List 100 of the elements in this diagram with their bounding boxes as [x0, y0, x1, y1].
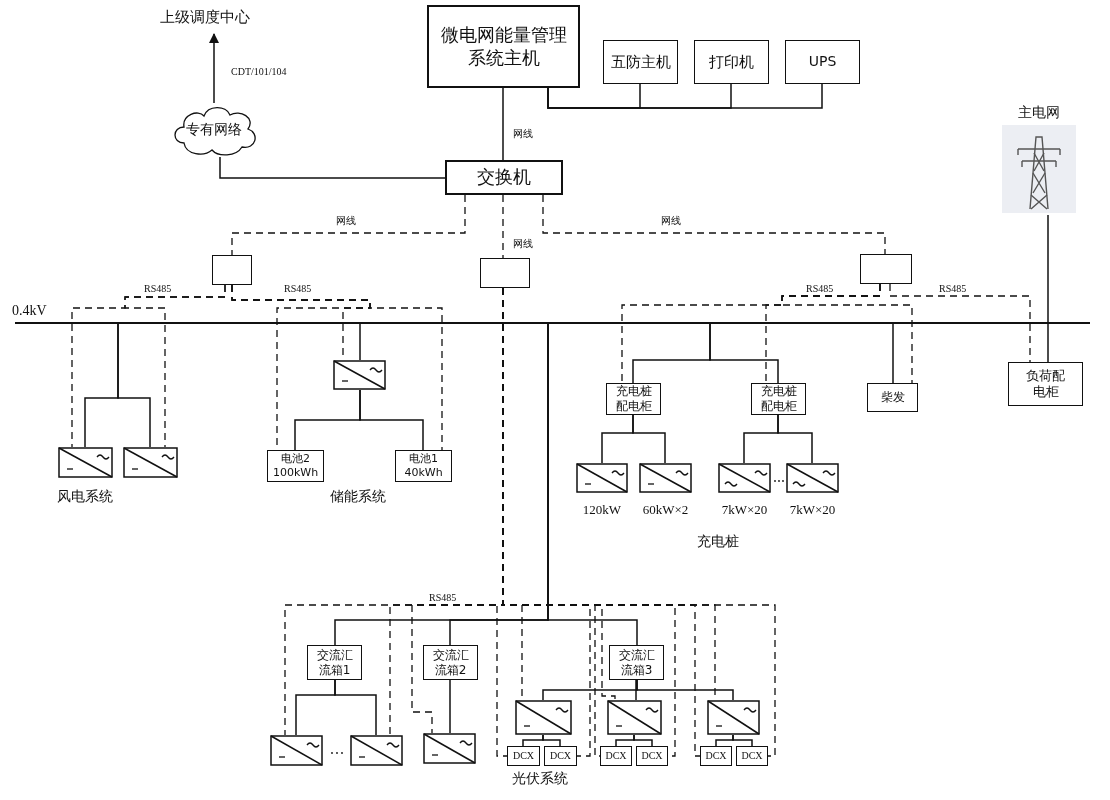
- connector: [359, 323, 361, 361]
- box-label: 打印机: [709, 52, 754, 72]
- device-box: [700, 746, 732, 766]
- device-box: [445, 160, 563, 195]
- device-box: [785, 40, 860, 84]
- inverter-symbol: [786, 463, 839, 493]
- box-label: 电池1 40kWh: [403, 452, 444, 480]
- edge-label: RS485: [283, 283, 313, 295]
- connector: [1047, 323, 1049, 363]
- box-label: 交流汇流箱3: [617, 647, 656, 678]
- box-label: 充电桩配电柜: [760, 384, 797, 414]
- device-box: [609, 645, 664, 680]
- voltage-label: 0.4kV: [12, 303, 47, 320]
- inverter-symbol: [333, 360, 386, 390]
- device-box: [867, 383, 918, 412]
- box-label: 负荷配电柜: [1025, 367, 1066, 401]
- connector: [502, 87, 504, 161]
- connector: [547, 323, 638, 646]
- connector: [542, 734, 561, 747]
- dashed-connector: [781, 283, 913, 384]
- connector: [777, 414, 813, 464]
- box-label: DCX: [741, 749, 763, 763]
- device-box: [307, 645, 362, 680]
- inverter-symbol: [607, 700, 662, 735]
- edge-label: RS485: [428, 592, 458, 604]
- device-box: [600, 746, 632, 766]
- connector: [359, 389, 424, 451]
- box-label: DCX: [641, 749, 663, 763]
- device-box: [395, 450, 452, 482]
- gateway-box: [212, 255, 252, 285]
- dashed-connector: [889, 283, 1031, 363]
- inverter-symbol: [576, 463, 628, 493]
- box-label: UPS: [808, 53, 837, 71]
- arrow: [209, 33, 219, 104]
- inverter-symbol: [639, 463, 692, 493]
- device-box: [736, 746, 768, 766]
- box-label: 柴发: [880, 390, 905, 405]
- inverter-symbol: [718, 463, 771, 493]
- box-label: DCX: [705, 749, 727, 763]
- connector: [219, 156, 446, 179]
- device-box: [507, 746, 540, 766]
- dashed-connector: [231, 194, 466, 256]
- power-rating: 7kW×20: [789, 502, 836, 518]
- power-rating: 60kW×2: [642, 502, 689, 518]
- inverter-symbol: [350, 735, 403, 766]
- device-box: [606, 383, 661, 415]
- group-label: 光伏系统: [512, 770, 568, 787]
- box-label: DCX: [605, 749, 627, 763]
- box-label: 交换机: [477, 166, 531, 189]
- inverter-symbol: [123, 447, 178, 478]
- device-box: [1008, 362, 1083, 406]
- inverter-symbol: [707, 700, 760, 735]
- dashed-connector: [124, 284, 226, 448]
- connector: [892, 323, 894, 384]
- group-label: 风电系统: [57, 488, 113, 505]
- group-label: 储能系统: [330, 488, 386, 505]
- connector: [334, 679, 377, 736]
- box-label: 微电网能量管理系统主机: [439, 24, 568, 69]
- edge-label: RS485: [805, 283, 835, 295]
- dashed-connector: [502, 194, 504, 259]
- box-label: 交流汇流箱1: [315, 647, 354, 678]
- device-box: [603, 40, 678, 84]
- edge-label: RS485: [938, 283, 968, 295]
- grid-label: 主电网: [1018, 104, 1060, 121]
- inverter-symbol: [515, 700, 572, 735]
- cloud-label: 专有网络: [186, 121, 242, 139]
- dashed-connector: [542, 194, 886, 255]
- box-label: 五防主机: [610, 52, 671, 72]
- inverter-symbol: [423, 733, 476, 764]
- device-box: [427, 5, 580, 88]
- edge-label: CDT/101/104: [230, 66, 288, 78]
- device-box: [751, 383, 806, 415]
- device-box: [544, 746, 577, 766]
- box-label: 充电桩配电柜: [615, 384, 652, 414]
- connector: [633, 734, 653, 747]
- box-label: DCX: [549, 749, 572, 763]
- connector: [636, 679, 734, 701]
- connector: [709, 323, 779, 384]
- device-box: [423, 645, 478, 680]
- device-box: [694, 40, 769, 84]
- dashed-connector: [231, 284, 443, 451]
- power-rating: 120kW: [582, 502, 622, 518]
- edge-label: 网线: [335, 215, 357, 227]
- power-rating: 7kW×20: [721, 502, 768, 518]
- inverter-symbol: [58, 447, 113, 478]
- edge-label: 网线: [660, 215, 682, 227]
- edge-label: 网线: [512, 128, 534, 140]
- edge-label: RS485: [143, 283, 173, 295]
- group-label: 充电桩: [697, 533, 739, 550]
- destination-label: 上级调度中心: [160, 8, 250, 26]
- box-label: 交流汇流箱2: [431, 647, 470, 678]
- connector: [117, 323, 151, 448]
- edge-label: 网线: [512, 238, 534, 250]
- box-label: 电池2 100kWh: [272, 452, 319, 480]
- connector: [732, 734, 753, 747]
- gateway-box: [480, 258, 530, 288]
- connector: [632, 414, 666, 464]
- device-box: [636, 746, 668, 766]
- connector: [1047, 214, 1049, 323]
- connector: [449, 679, 451, 734]
